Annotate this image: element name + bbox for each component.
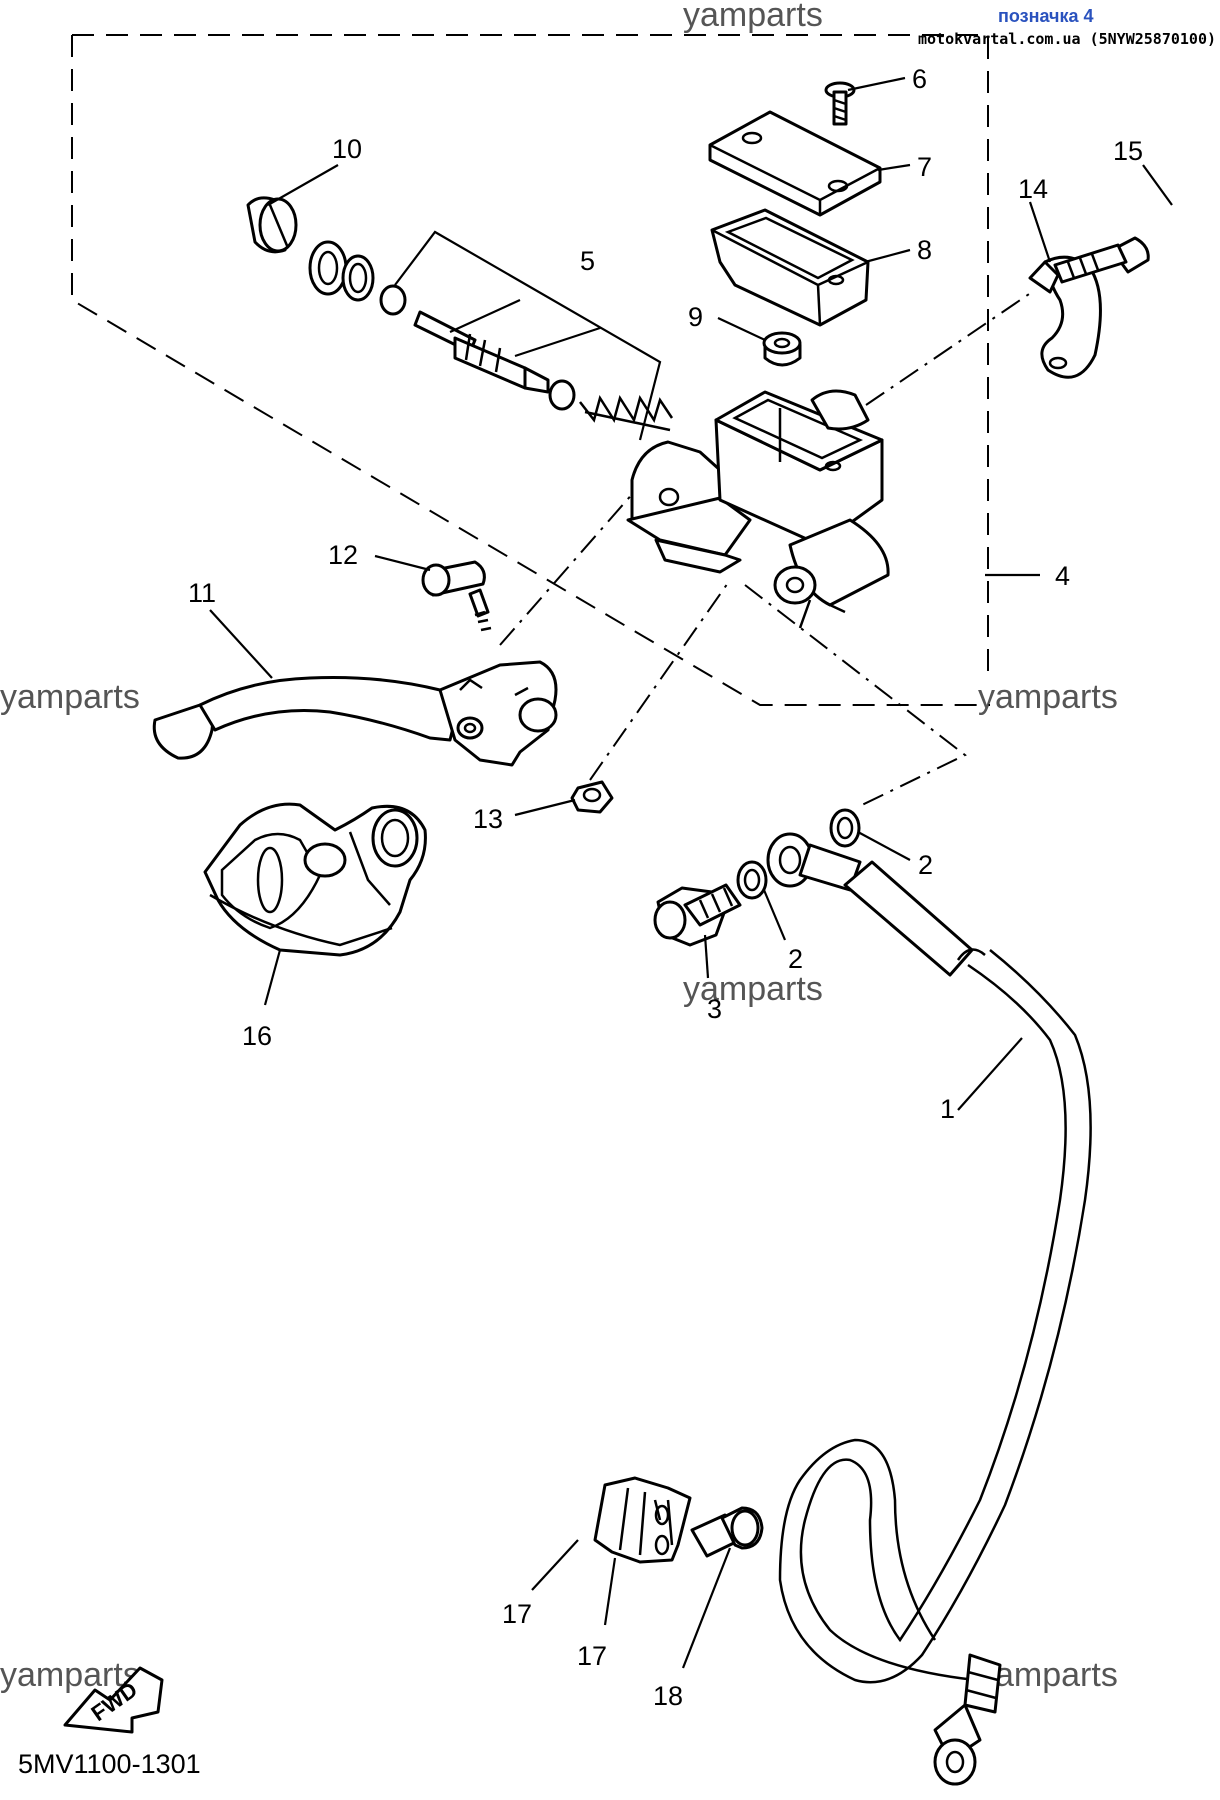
callout-11: 11 [188,578,216,608]
piston-kit-part [379,284,674,432]
hose-clamp-part [593,1476,692,1564]
diagram-code: 5MV1100-1301 [18,1749,201,1779]
callout-4: 4 [1055,561,1070,591]
pivot-bolt-part [421,560,492,632]
callout-13: 13 [473,804,503,834]
lever-cover-part [203,802,427,957]
grommet-part [762,331,802,367]
watermark-mid: yamparts [683,970,823,1008]
callout-18: 18 [653,1681,683,1711]
header-source: motokvartal.com.ua (5NYW25870100) [918,30,1216,48]
piston-kit-bracket [394,230,662,441]
callout-6: 6 [912,64,927,94]
fwd-arrow: FWD [63,1666,164,1734]
hose-clamp-bolt-part [690,1506,764,1558]
reservoir-cap-part [708,110,882,217]
leader-lines [209,76,1173,1669]
assembly-boundary [71,34,990,706]
header-label: позначка 4 [998,6,1094,26]
dust-boot-part [246,196,375,302]
watermark-right: yamparts [978,678,1118,716]
washer-parts [736,808,861,900]
union-bolt-part [653,883,742,947]
alignment-lines [499,289,1036,806]
callout-10: 10 [332,134,362,164]
clutch-hose-part [766,832,1092,1786]
callout-numbers: 1 2 2 3 4 5 6 7 8 9 10 11 12 13 14 15 16… [188,64,1143,1711]
callout-7: 7 [917,152,932,182]
watermark-bottom-left: yamparts [0,1656,140,1694]
master-cylinder-body [626,389,890,629]
watermark-left: yamparts [0,678,140,716]
diaphragm-part [710,208,870,327]
callout-12: 12 [328,540,358,570]
screw-part [824,81,856,126]
clamp-bolt-part [1053,236,1150,284]
callout-17a: 17 [502,1599,532,1629]
callout-15: 15 [1113,136,1143,166]
callout-1: 1 [940,1094,955,1124]
callout-2a: 2 [918,850,933,880]
watermark-bottom-right: yamparts [978,1656,1118,1694]
callout-17b: 17 [577,1641,607,1671]
nut-part [570,780,614,814]
clutch-lever-part [152,660,558,767]
callout-3: 3 [707,994,722,1024]
callout-14: 14 [1018,174,1048,204]
watermark-top: yamparts [683,0,823,34]
callout-2b: 2 [788,944,803,974]
callout-9: 9 [688,302,703,332]
callout-16: 16 [242,1021,272,1051]
callout-8: 8 [917,235,932,265]
callout-5: 5 [580,246,595,276]
